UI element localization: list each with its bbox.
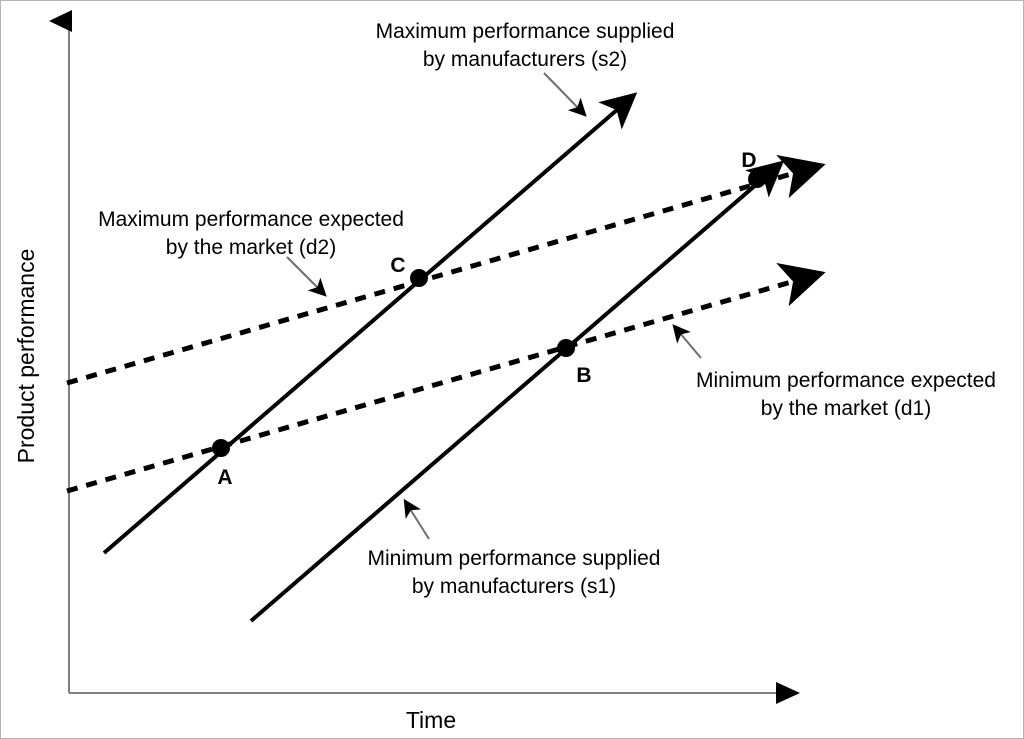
point-d-dot: [748, 170, 766, 188]
supply-line-s1: [249, 160, 785, 623]
annotation-d1-line2: by the market (d1): [761, 397, 931, 420]
point-b-label: B: [576, 364, 591, 387]
point-c-dot: [410, 269, 428, 287]
point-d-label: D: [741, 149, 756, 172]
intersection-points-group: A B C D: [212, 149, 766, 489]
annotation-s2-line2: by manufacturers (s2): [423, 48, 627, 71]
axis-titles-group: Time Product performance: [13, 249, 456, 733]
callout-line-s1: [403, 498, 430, 540]
annotation-d2-line1: Maximum performance expected: [98, 208, 404, 231]
annotation-d1: Minimum performance expected by the mark…: [696, 369, 996, 420]
annotation-d2-line2: by the market (d2): [166, 236, 336, 259]
point-b-dot: [557, 339, 575, 357]
annotation-s2: Maximum performance supplied by manufact…: [376, 20, 675, 71]
point-c-label: C: [390, 254, 405, 277]
annotation-d2: Maximum performance expected by the mark…: [98, 208, 404, 259]
demand-lines-group: [66, 154, 826, 494]
callout-line-d1: [672, 324, 702, 359]
x-axis-label: Time: [406, 707, 456, 733]
annotation-d1-line1: Minimum performance expected: [696, 369, 996, 392]
annotation-s2-line1: Maximum performance supplied: [376, 20, 675, 43]
callout-lines-group: [286, 72, 702, 540]
annotation-s1-line1: Minimum performance supplied: [368, 547, 661, 570]
supply-lines-group: [102, 92, 785, 623]
point-a-label: A: [217, 466, 232, 489]
demand-line-d1: [66, 262, 826, 494]
callout-line-d2: [286, 256, 327, 297]
annotation-s1-line2: by manufacturers (s1): [412, 575, 616, 598]
point-a-dot: [212, 439, 230, 457]
callout-line-s2: [543, 72, 587, 117]
demand-line-d2: [66, 154, 826, 386]
y-axis-label: Product performance: [13, 249, 39, 464]
axes-group: [49, 10, 800, 704]
supply-line-s2: [102, 92, 638, 555]
annotation-s1: Minimum performance supplied by manufact…: [368, 547, 661, 598]
